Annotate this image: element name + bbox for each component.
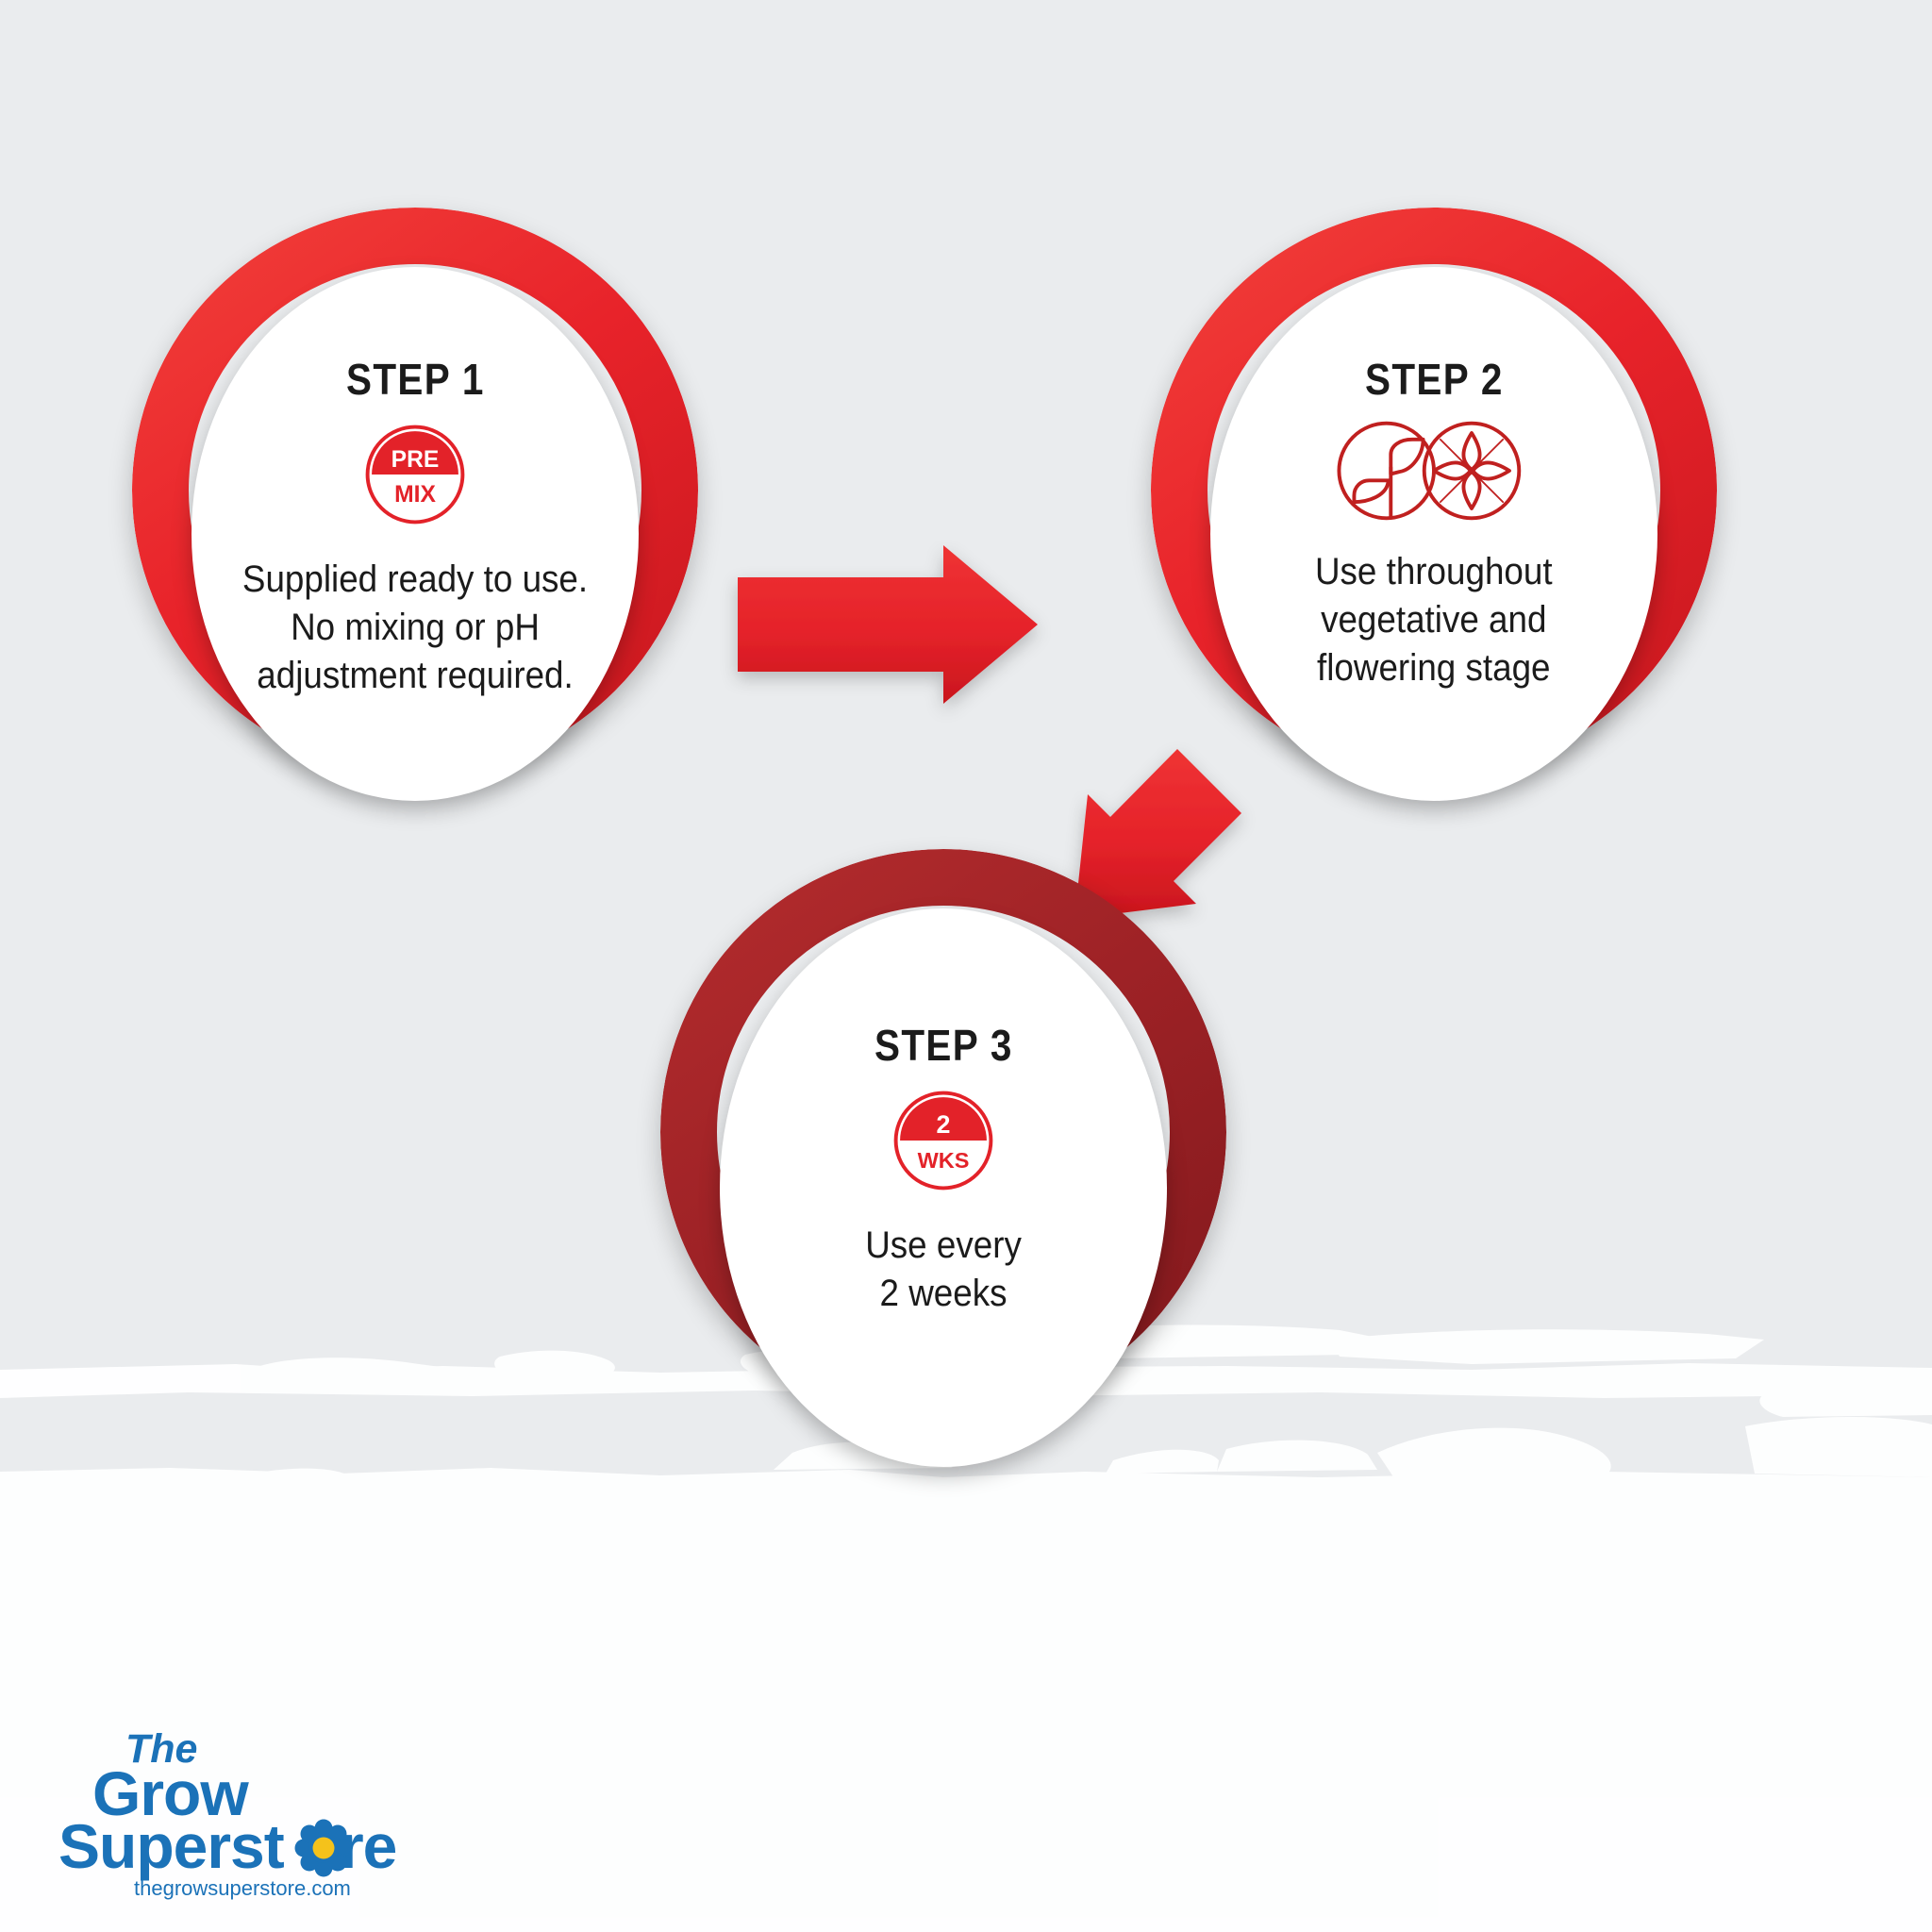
step-3-title: STEP 3: [874, 1021, 1013, 1070]
two-weeks-badge-icon: 2 WKS: [893, 1091, 993, 1191]
logo-line-the: The: [125, 1726, 197, 1772]
step-1-title: STEP 1: [345, 355, 485, 404]
pre-mix-badge-icon: PRE MIX: [365, 425, 465, 525]
logo-flower-icon: [294, 1819, 353, 1877]
step-2-content-disc: STEP 2: [1210, 267, 1657, 801]
step-1-body: Supplied ready to use. No mixing or pH a…: [242, 558, 589, 697]
step-3-node[interactable]: STEP 3 2 WKS Use every 2 weeks: [660, 849, 1226, 1467]
arrow-step1-to-step2-icon: [738, 545, 1038, 704]
brand-logo[interactable]: The Grow Superst re thegrowsuperstore.co…: [57, 1724, 396, 1904]
logo-line-grow: Grow: [92, 1758, 249, 1828]
vegetative-flowering-icon: [1337, 421, 1522, 521]
step-1-node[interactable]: STEP 1 PRE MIX Supplied ready to use. No…: [132, 208, 698, 801]
step-1-content-disc: STEP 1 PRE MIX Supplied ready to use. No…: [192, 267, 639, 801]
two-weeks-top-text: 2: [937, 1110, 951, 1139]
step-2-title: STEP 2: [1364, 355, 1504, 404]
step-3-content-disc: STEP 3 2 WKS Use every 2 weeks: [720, 908, 1167, 1467]
two-weeks-bottom-text: WKS: [918, 1148, 970, 1173]
step-3-body: Use every 2 weeks: [865, 1224, 1022, 1315]
logo-url: thegrowsuperstore.com: [134, 1876, 351, 1900]
step-2-body: Use throughout vegetative and flowering …: [1315, 551, 1553, 690]
pre-mix-top-text: PRE: [391, 447, 440, 473]
logo-line-superst: Superst: [58, 1811, 285, 1881]
pre-mix-bottom-text: MIX: [394, 482, 436, 508]
arrow-step2-to-step3-icon: [1074, 749, 1241, 919]
step-2-node[interactable]: STEP 2: [1151, 208, 1717, 801]
